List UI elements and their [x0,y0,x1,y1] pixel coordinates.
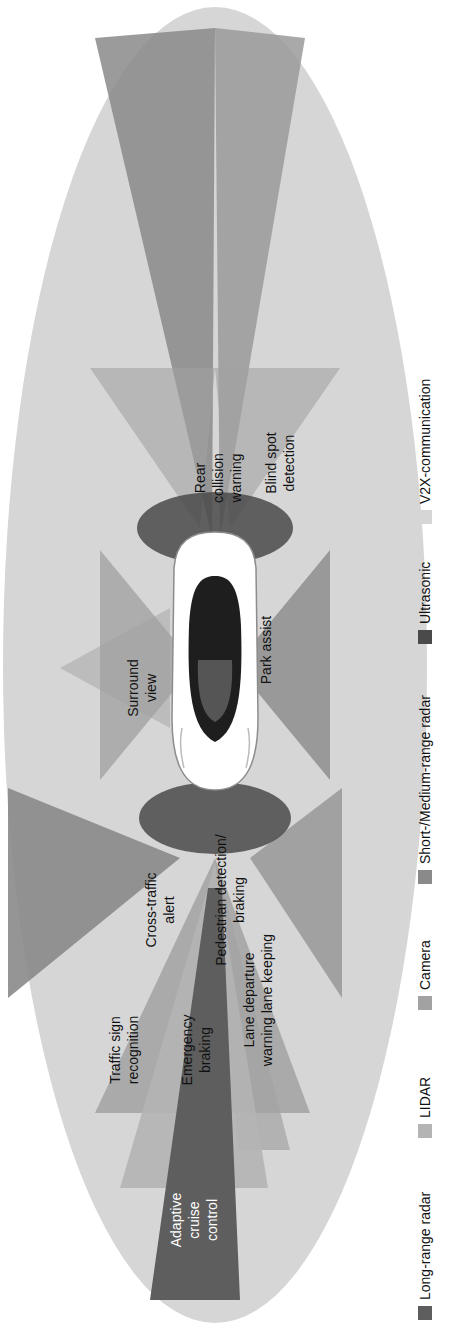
legend-swatch [418,996,432,1010]
feature-label: Rear collision warning [191,445,245,511]
legend-entry: LIDAR [416,1077,434,1138]
legend-entry: Long-range radar [416,1192,434,1320]
car-windshield [198,660,232,722]
car-detail [181,728,184,768]
car-body [172,532,258,790]
legend-entry: V2X-communication [416,379,434,524]
feature-label: Pedestrian detection/ braking [212,833,248,968]
feature-label: Adaptive cruise control [167,1185,221,1255]
feature-label: Blind spot detection [262,425,298,501]
v2x-range [3,7,427,1323]
surround-camera-cone [60,608,170,728]
legend-label: Short-/Medium-range radar [416,695,434,864]
legend-swatch [418,1306,432,1320]
legend-swatch [418,870,432,884]
legend-label: Long-range radar [416,1192,434,1300]
feature-label: Park assist [257,600,275,700]
legend-entry: Short-/Medium-range radar [416,695,434,884]
car-detail [246,728,249,768]
legend-label: Camera [416,940,434,990]
legend-swatch [418,510,432,524]
legend-entry: Ultrasonic [416,562,434,644]
feature-label: Surround view [124,652,160,724]
legend-entry: Camera [416,940,434,1010]
feature-label: Lane departure warning lane keeping [240,930,276,1070]
legend-label: LIDAR [416,1077,434,1118]
car-cabin [189,576,242,742]
legend-swatch [418,630,432,644]
feature-label: Cross-traffic alert [142,865,178,955]
legend-label: V2X-communication [416,379,434,504]
feature-label: Emergency braking [178,1010,214,1090]
feature-label: Traffic sign recognition [106,1005,142,1095]
legend-label: Ultrasonic [416,562,434,624]
legend-swatch [418,1124,432,1138]
